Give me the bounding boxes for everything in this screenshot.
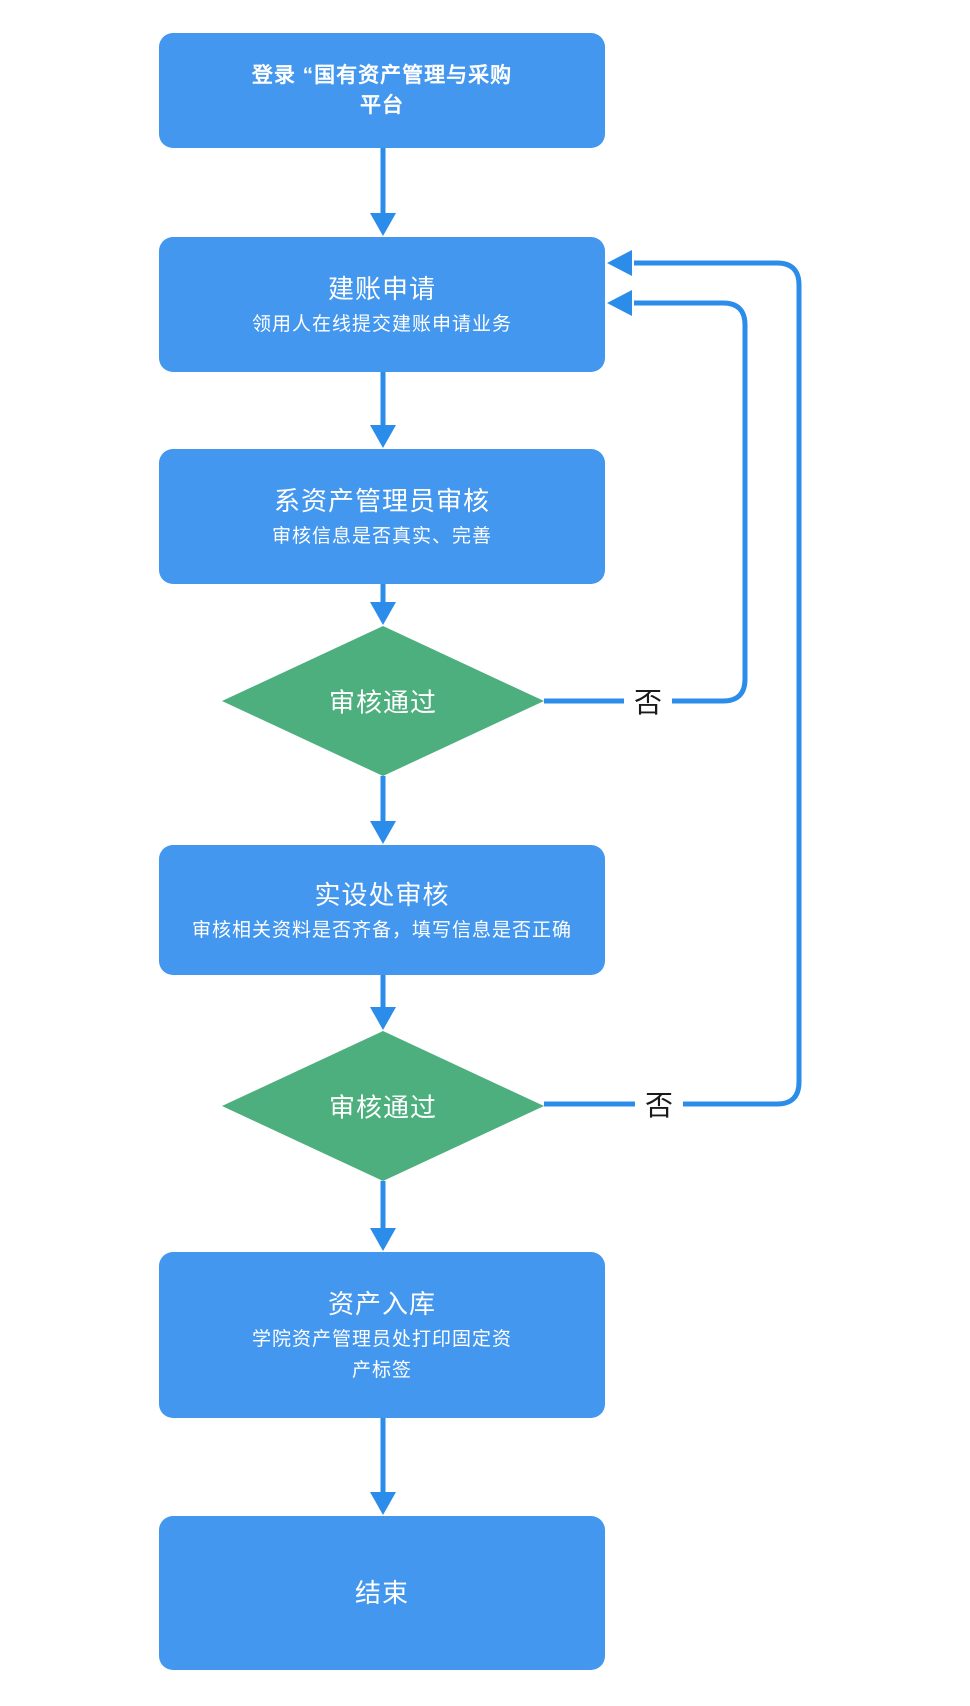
decision-1-label: 审核通过 — [328, 687, 438, 718]
edge-label-no-2: 否 — [634, 1082, 684, 1126]
node-end: 结束 — [159, 1516, 605, 1670]
node-end-title: 结束 — [354, 1578, 409, 1608]
decision-1-diamond — [222, 626, 544, 776]
node-asset-storage: 资产入库 学院资产管理员处打印固定资 产标签 — [159, 1252, 605, 1418]
arrow-login-to-apply — [370, 148, 396, 236]
node-login: 登录 “国有资产管理与采购 平台 — [159, 33, 605, 148]
node-login-title-line2: 平台 — [360, 93, 404, 117]
arrow-dept-review-to-decision-1 — [370, 584, 396, 625]
loop-decision-2-no — [544, 250, 802, 1107]
arrow-decision-1-to-office-review — [370, 776, 396, 844]
arrow-office-review-to-decision-2 — [370, 974, 396, 1030]
node-dept-manager-review-subtitle: 审核信息是否真实、完善 — [271, 526, 492, 547]
arrow-apply-to-dept-review — [370, 372, 396, 448]
decision-2-diamond — [222, 1031, 544, 1181]
loop-decision-1-no — [544, 290, 748, 704]
node-account-apply: 建账申请 领用人在线提交建账申请业务 — [159, 237, 605, 372]
arrow-decision-2-to-storage — [370, 1181, 396, 1251]
arrow-storage-to-end — [370, 1418, 396, 1515]
node-account-apply-subtitle: 领用人在线提交建账申请业务 — [251, 314, 512, 335]
node-dept-manager-review: 系资产管理员审核 审核信息是否真实、完善 — [159, 449, 605, 584]
node-asset-storage-subtitle-line1: 学院资产管理员处打印固定资 — [251, 1329, 512, 1350]
node-office-review-subtitle: 审核相关资料是否齐备，填写信息是否正确 — [191, 919, 572, 941]
node-login-title-line1: 登录 “国有资产管理与采购 — [251, 63, 513, 87]
node-asset-storage-subtitle-line2: 产标签 — [351, 1360, 412, 1381]
node-office-review: 实设处审核 审核相关资料是否齐备，填写信息是否正确 — [159, 845, 605, 975]
edge-label-no-1: 否 — [623, 679, 673, 723]
node-dept-manager-review-title: 系资产管理员审核 — [273, 486, 490, 516]
node-account-apply-title: 建账申请 — [327, 274, 436, 304]
node-office-review-title: 实设处审核 — [314, 879, 450, 910]
decision-2-label: 审核通过 — [328, 1092, 438, 1123]
node-asset-storage-title: 资产入库 — [327, 1289, 436, 1319]
